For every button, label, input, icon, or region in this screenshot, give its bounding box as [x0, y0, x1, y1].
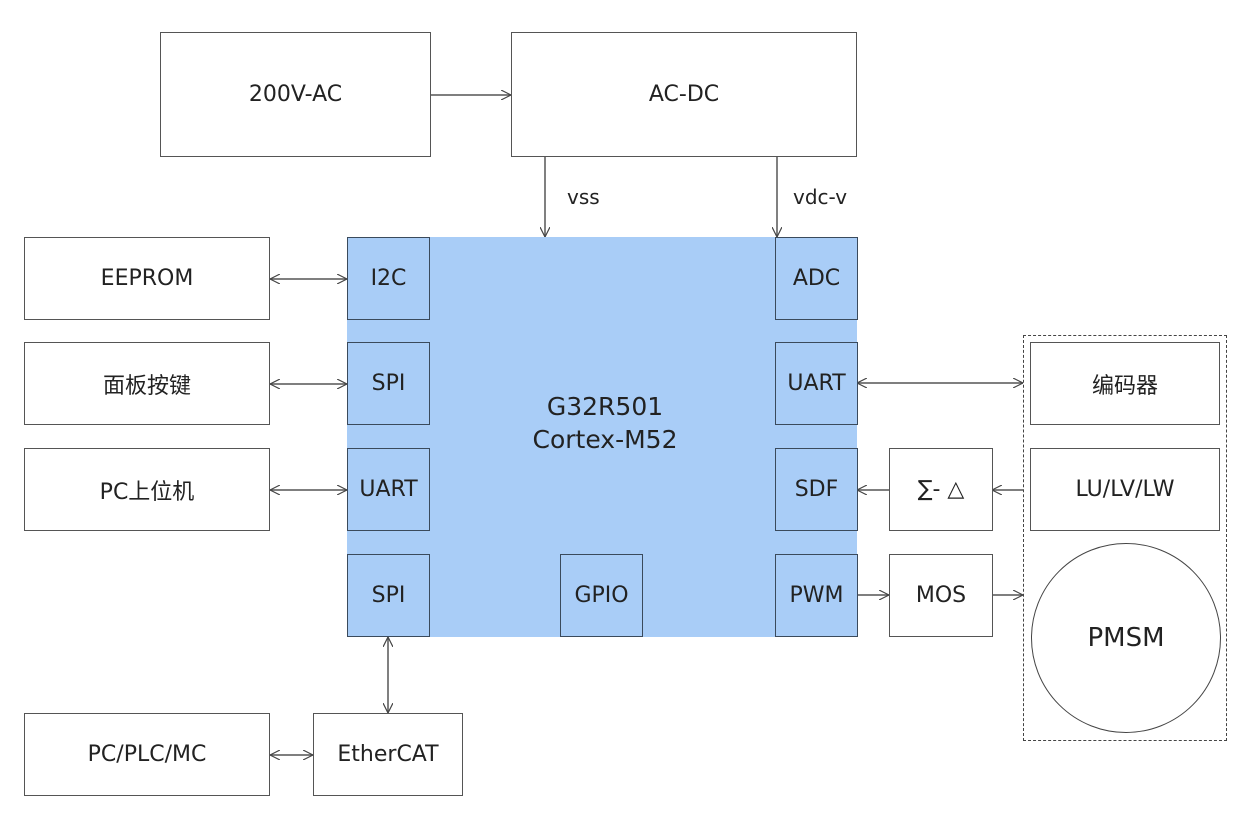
- pin-spi-2: SPI: [347, 554, 430, 637]
- pin-adc: ADC: [775, 237, 858, 320]
- pin-uart-left: UART: [347, 448, 430, 531]
- mcu-title: G32R501 Cortex-M52: [440, 390, 770, 456]
- current-sense-label: LU/LV/LW: [1075, 477, 1175, 502]
- vss-label: vss: [567, 185, 600, 209]
- ac-source-block: 200V-AC: [160, 32, 431, 157]
- motor-group-frame: [1023, 335, 1227, 741]
- pc-host-label: PC上位机: [99, 479, 195, 505]
- mos-label: MOS: [915, 583, 967, 608]
- encoder-block: 编码器: [1030, 342, 1220, 425]
- pin-gpio: GPIO: [560, 554, 643, 637]
- current-sense-block: LU/LV/LW: [1030, 448, 1220, 531]
- pin-pwm: PWM: [775, 554, 858, 637]
- pin-spi-1: SPI: [347, 342, 430, 425]
- panel-keys-label: 面板按键: [102, 373, 191, 399]
- acdc-block: AC-DC: [511, 32, 857, 157]
- ethercat-label: EtherCAT: [337, 742, 439, 767]
- acdc-label: AC-DC: [648, 82, 720, 107]
- pmsm-label: PMSM: [1087, 623, 1165, 653]
- panel-keys-block: 面板按键: [24, 342, 270, 425]
- eeprom-block: EEPROM: [24, 237, 270, 320]
- mos-block: MOS: [889, 554, 993, 637]
- eeprom-label: EEPROM: [100, 266, 194, 291]
- mcu-name: G32R501: [546, 392, 664, 421]
- encoder-label: 编码器: [1091, 373, 1158, 399]
- sigma-delta-block: ∑- △: [889, 448, 993, 531]
- ethercat-block: EtherCAT: [313, 713, 463, 796]
- sigma-delta-label: ∑- △: [917, 477, 965, 502]
- controller-block: PC/PLC/MC: [24, 713, 270, 796]
- pin-i2c: I2C: [347, 237, 430, 320]
- ac-source-label: 200V-AC: [248, 82, 343, 107]
- pin-uart-right: UART: [775, 342, 858, 425]
- vdc-label: vdc-v: [793, 185, 848, 209]
- pmsm-motor: PMSM: [1031, 543, 1221, 733]
- controller-label: PC/PLC/MC: [87, 742, 207, 767]
- mcu-core: Cortex-M52: [532, 425, 678, 454]
- pin-sdf: SDF: [775, 448, 858, 531]
- pc-host-block: PC上位机: [24, 448, 270, 531]
